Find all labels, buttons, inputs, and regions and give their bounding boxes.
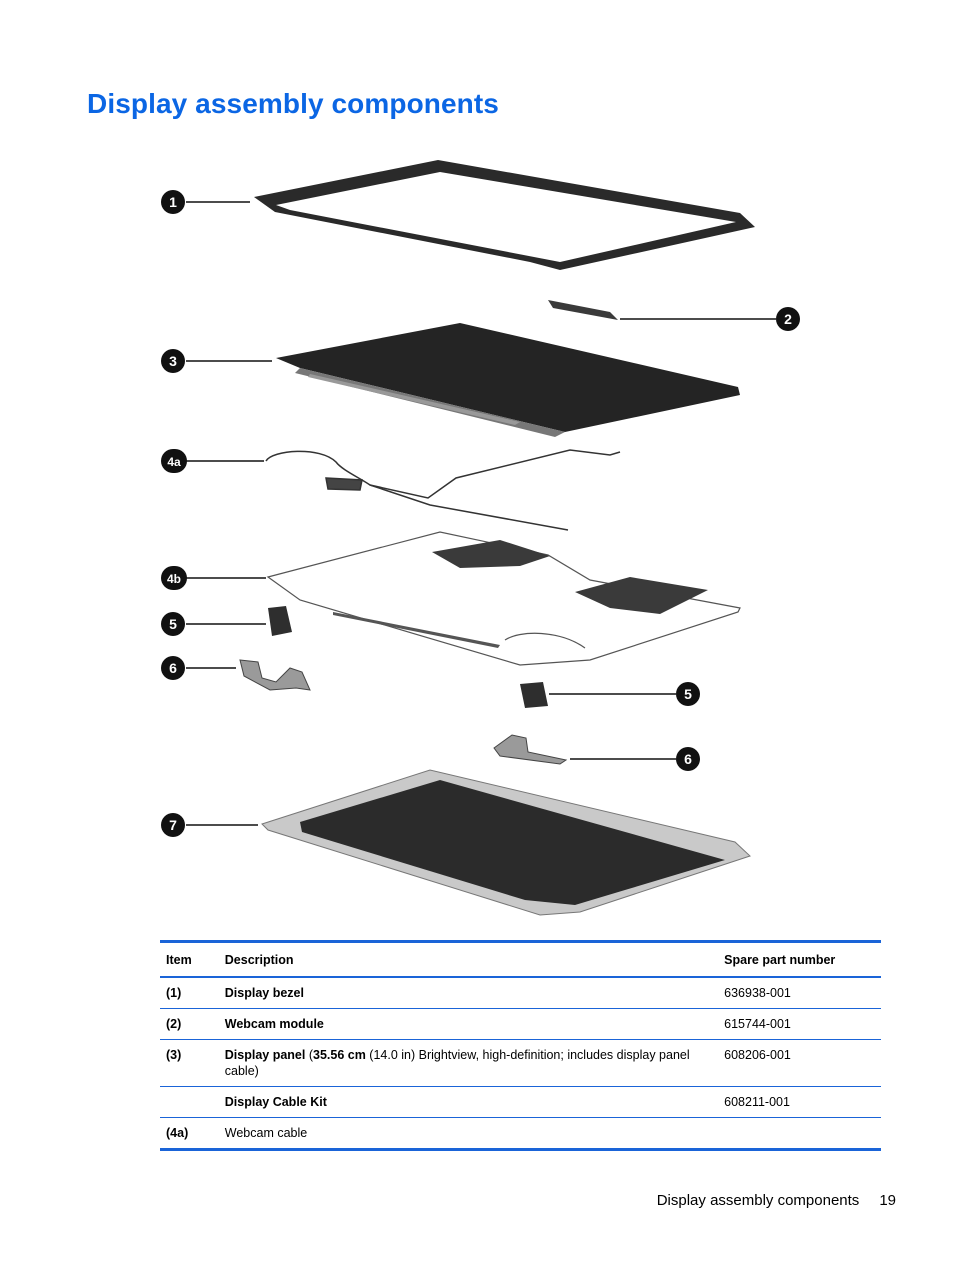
spare-part-number-cell: 615744-001	[718, 1008, 881, 1040]
column-header-description: Description	[218, 940, 719, 978]
hinge-left-drawing	[239, 659, 311, 691]
callout-7: 7	[161, 813, 185, 837]
callout-2: 2	[776, 307, 800, 331]
svg-text:2: 2	[784, 311, 792, 327]
exploded-view-illustration: 1 2 3 4a 4b 5 6 5 6 7	[161, 160, 800, 916]
svg-text:6: 6	[684, 751, 692, 767]
description-cell: Display bezel	[218, 977, 719, 1009]
antenna-drawing	[266, 531, 741, 666]
svg-text:3: 3	[169, 353, 177, 369]
table-header-row: Item Description Spare part number	[160, 940, 881, 978]
item-cell	[160, 1086, 219, 1118]
callout-6-right: 6	[676, 747, 700, 771]
display-enclosure-drawing	[261, 769, 751, 916]
item-cell: (2)	[160, 1008, 219, 1040]
svg-text:6: 6	[169, 660, 177, 676]
table-row: (1) Display bezel 636938-001	[160, 977, 881, 1009]
svg-text:4a: 4a	[167, 455, 181, 469]
description-cell: Display Cable Kit	[218, 1086, 719, 1118]
spare-part-number-cell: 608211-001	[718, 1086, 881, 1118]
callout-6-left: 6	[161, 656, 185, 680]
spare-part-number-cell	[718, 1117, 881, 1151]
table-row: (2) Webcam module 615744-001	[160, 1008, 881, 1040]
item-cell: (4a)	[160, 1117, 219, 1151]
spare-part-number-cell: 636938-001	[718, 977, 881, 1009]
svg-text:5: 5	[684, 686, 692, 702]
svg-text:1: 1	[169, 194, 177, 210]
spare-part-number-cell: 608206-001	[718, 1039, 881, 1087]
display-panel-drawing	[276, 323, 740, 437]
item-cell: (3)	[160, 1039, 219, 1087]
description-cell: Webcam module	[218, 1008, 719, 1040]
callout-5-left: 5	[161, 612, 185, 636]
description-cell: Display panel (35.56 cm (14.0 in) Bright…	[218, 1039, 719, 1087]
callout-5-right: 5	[676, 682, 700, 706]
spare-parts-table: Item Description Spare part number (1) D…	[160, 940, 881, 1151]
page-title: Display assembly components	[87, 88, 499, 119]
item-cell: (1)	[160, 977, 219, 1009]
page-number: 19	[879, 1192, 896, 1209]
svg-text:4b: 4b	[167, 572, 181, 586]
display-bezel-drawing	[254, 160, 755, 270]
callout-4b: 4b	[161, 566, 187, 590]
hinge-right-drawing	[493, 734, 568, 765]
callout-4a: 4a	[161, 449, 187, 473]
footer-section-title: Display assembly components	[656, 1192, 860, 1209]
description-cell: Webcam cable	[218, 1117, 719, 1151]
svg-text:5: 5	[169, 616, 177, 632]
hinge-cover-left-drawing	[268, 606, 292, 636]
svg-text:7: 7	[169, 817, 177, 833]
webcam-cable-drawing	[265, 449, 621, 531]
table-row: (3) Display panel (35.56 cm (14.0 in) Br…	[160, 1039, 881, 1087]
page-footer: Display assembly components 19	[657, 1192, 896, 1209]
column-header-item: Item	[160, 940, 219, 978]
column-header-spare-part-number: Spare part number	[718, 940, 881, 978]
hinge-cover-right-drawing	[520, 682, 548, 708]
callout-3: 3	[161, 349, 185, 373]
table-row: Display Cable Kit 608211-001	[160, 1086, 881, 1118]
table-row: (4a) Webcam cable	[160, 1117, 881, 1151]
callout-1: 1	[161, 190, 185, 214]
webcam-module-drawing	[548, 300, 618, 320]
